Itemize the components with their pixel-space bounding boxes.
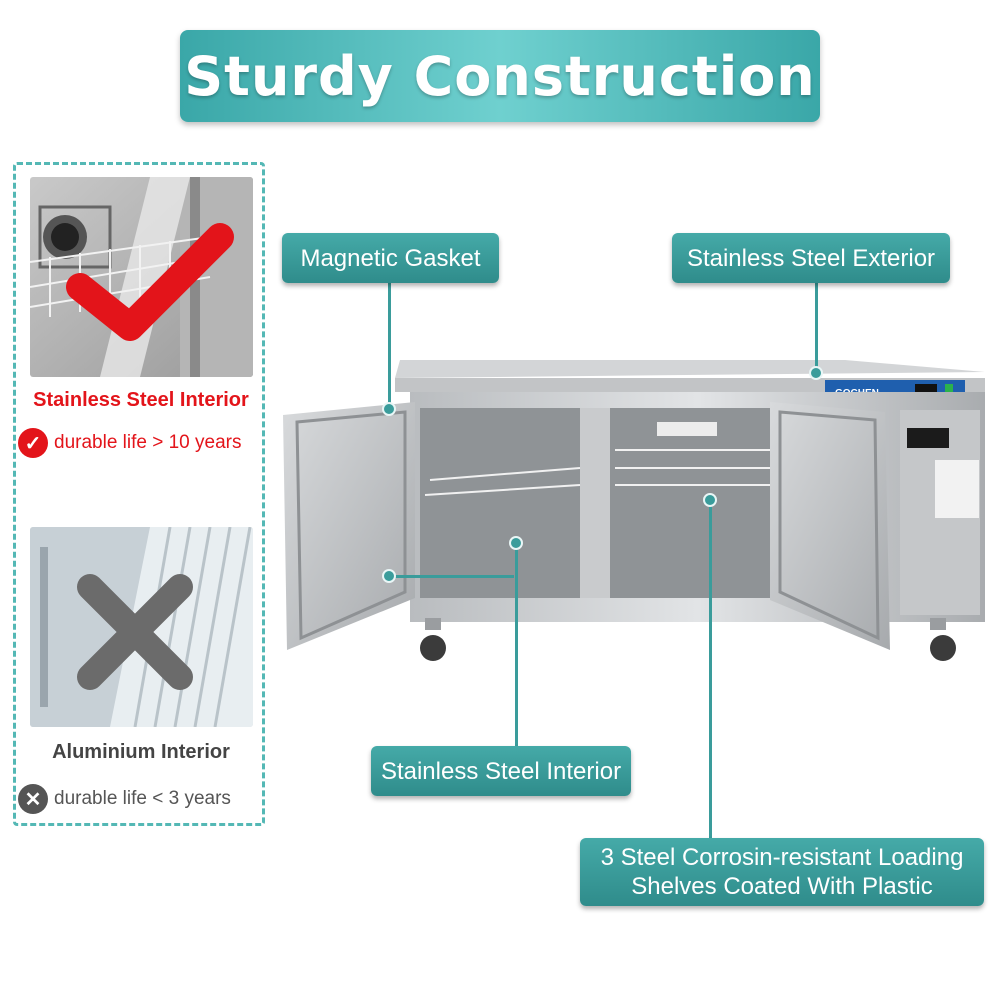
comparison-panel [13,162,265,826]
callout-stainless-interior: Stainless Steel Interior [371,746,631,796]
callout-stainless-interior-label: Stainless Steel Interior [380,757,622,785]
stainless-interior-title: Stainless Steel Interior [33,389,249,411]
interior-leader-vertical [515,542,518,747]
undercounter-refrigerator-image: GOCHEN [275,350,990,675]
callout-magnetic-gasket: Magnetic Gasket [282,233,499,283]
callout-shelves: 3 Steel Corrosin-resistant Loading Shelv… [580,838,984,906]
callout-stainless-exterior: Stainless Steel Exterior [672,233,950,283]
exterior-marker-dot [809,366,823,380]
interior-marker-dot-door [382,569,396,583]
x-icon: ✕ [18,784,48,814]
aluminium-interior-title: Aluminium Interior [52,741,230,763]
shelves-leader-line [709,500,712,838]
aluminium-durability-text: durable life < 3 years [54,788,231,809]
stainless-durability-line: ✓ durable life > 10 years [18,428,241,458]
aluminium-interior-photo [30,527,253,727]
stainless-interior-photo [30,177,253,377]
interior-leader-horizontal [389,575,514,578]
exterior-leader-line [815,283,818,373]
callout-stainless-exterior-label: Stainless Steel Exterior [686,244,936,272]
interior-marker-dot-cabinet [509,536,523,550]
shelves-marker-dot [703,493,717,507]
gasket-marker-dot [382,402,396,416]
title-banner: Sturdy Construction [180,30,820,122]
callout-shelves-line2: Shelves Coated With Plastic [631,873,933,900]
page-title: Sturdy Construction [184,44,816,108]
callout-magnetic-gasket-label: Magnetic Gasket [300,244,481,272]
callout-shelves-line1: 3 Steel Corrosin-resistant Loading [600,844,964,871]
stainless-durability-text: durable life > 10 years [54,432,242,453]
gasket-leader-line [388,283,391,408]
aluminium-durability-line: ✕ durable life < 3 years [18,784,231,814]
check-icon: ✓ [18,428,48,458]
